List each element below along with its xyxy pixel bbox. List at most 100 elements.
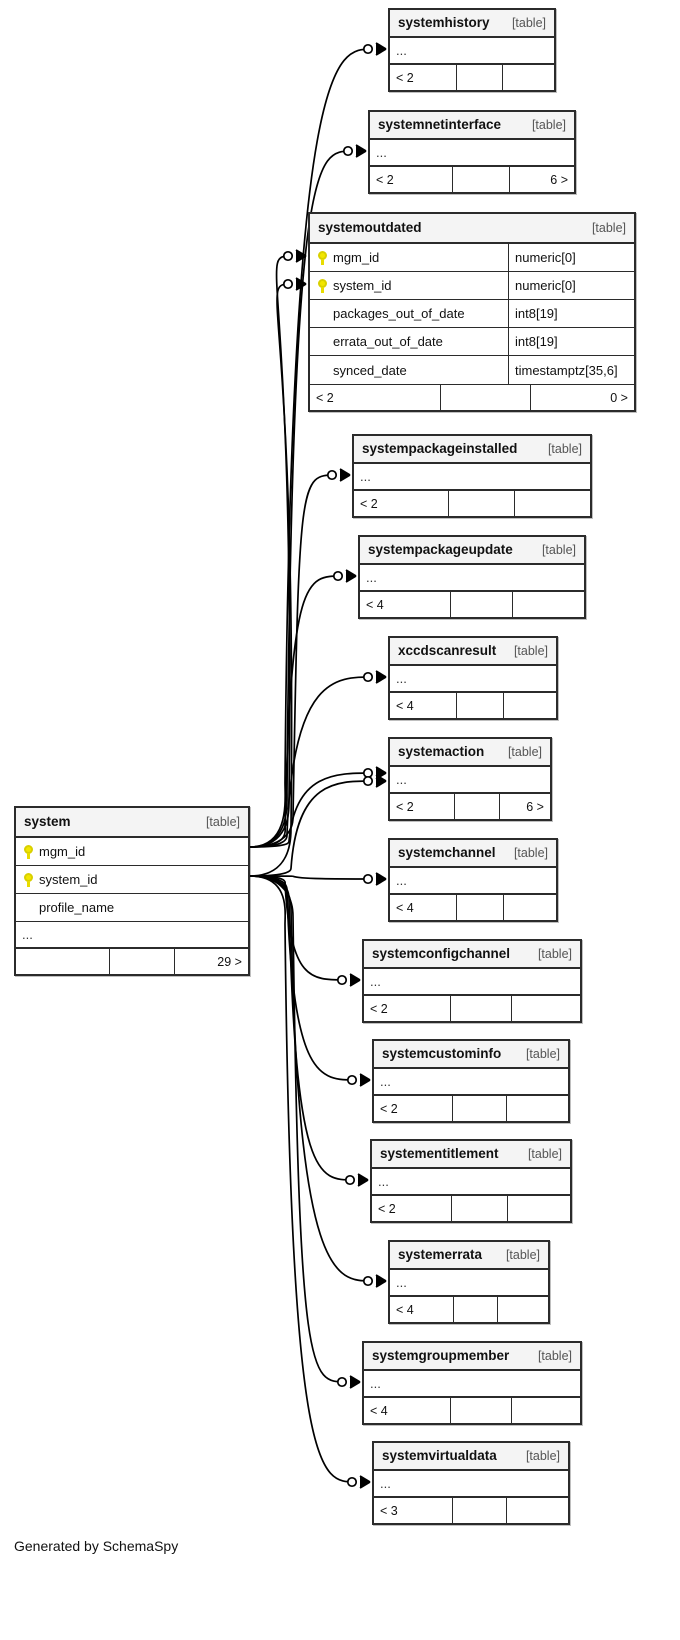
table-columns: ... (372, 1169, 570, 1195)
table-node-systempackageinstalled[interactable]: systempackageinstalled[table]...< 2 (352, 434, 592, 518)
cardinality-zero-marker (362, 671, 374, 683)
footer-cell-left: < 2 (370, 1001, 388, 1016)
relationship-edge (249, 255, 293, 848)
relationship-edge (249, 772, 373, 848)
table-row[interactable]: profile_name (16, 894, 248, 922)
table-columns: ... (364, 969, 580, 995)
more-columns-ellipsis: ... (370, 140, 574, 166)
more-columns-ellipsis: ... (372, 1169, 570, 1195)
relationship-edge (249, 676, 373, 848)
more-columns-ellipsis: ... (16, 922, 248, 948)
table-title-bar[interactable]: systemhistory[table] (390, 10, 554, 38)
table-footer: < 4 (364, 1397, 580, 1423)
table-type-tag: [table] (547, 441, 582, 456)
table-name: systemerrata (398, 1247, 483, 1262)
table-node-systemerrata[interactable]: systemerrata[table]...< 4 (388, 1240, 550, 1324)
table-title-bar[interactable]: systemnetinterface[table] (370, 112, 574, 140)
table-title-bar[interactable]: systemoutdated[table] (310, 214, 634, 244)
primary-key-icon (24, 844, 33, 859)
relationship-edge (249, 780, 373, 877)
table-title-bar[interactable]: systemconfigchannel[table] (364, 941, 580, 969)
table-footer: 29 > (16, 948, 248, 974)
table-node-system[interactable]: system[table]mgm_id system_id profile_name… (14, 806, 250, 976)
footer-cell-right: 0 > (530, 385, 634, 410)
table-name: systemnetinterface (378, 117, 502, 132)
table-name: xccdscanresult (398, 643, 497, 658)
table-title-bar[interactable]: systemchannel[table] (390, 840, 556, 868)
footer-cell-right (501, 65, 554, 90)
table-footer: < 2 (374, 1095, 568, 1121)
more-columns-ellipsis: ... (390, 38, 554, 64)
relationship-edge (249, 875, 355, 1181)
crows-foot-marker (375, 42, 387, 56)
table-title-bar[interactable]: systemcustominfo[table] (374, 1041, 568, 1069)
table-footer: < 2 (354, 490, 590, 516)
table-node-systemhistory[interactable]: systemhistory[table]...< 2 (388, 8, 556, 92)
footer-cell-mid (456, 693, 502, 718)
more-columns-ellipsis: ... (360, 565, 584, 591)
column-name-cell: synced_date (310, 363, 508, 378)
footer-cell-right (514, 491, 590, 516)
table-row[interactable]: system_id (16, 866, 248, 894)
table-title-bar[interactable]: xccdscanresult[table] (390, 638, 556, 666)
table-node-systemconfigchannel[interactable]: systemconfigchannel[table]... < 2 (362, 939, 582, 1023)
table-node-systemchannel[interactable]: systemchannel[table]...< 4 (388, 838, 558, 922)
column-name-cell: mgm_id (310, 250, 508, 265)
column-type-label: int8[19] (508, 300, 634, 327)
table-title-bar[interactable]: systementitlement[table] (372, 1141, 570, 1169)
cardinality-zero-marker (344, 1174, 356, 1186)
footer-cell-left: < 2 (316, 390, 334, 405)
footer-cell-right (512, 592, 584, 617)
cardinality-zero-marker (346, 1476, 358, 1488)
cardinality-zero-marker (362, 873, 374, 885)
table-title-bar[interactable]: systemgroupmember[table] (364, 1343, 580, 1371)
footer-cell-left: < 4 (396, 900, 414, 915)
table-columns: ... (374, 1069, 568, 1095)
table-node-systementitlement[interactable]: systementitlement[table]... < 2 (370, 1139, 572, 1223)
relationship-edge (249, 474, 337, 848)
table-node-systempackageupdate[interactable]: systempackageupdate[table]...< 4 (358, 535, 586, 619)
relationship-edge (249, 875, 347, 1383)
footer-cell-right: 6 > (508, 167, 574, 192)
table-node-systemgroupmember[interactable]: systemgroupmember[table]... < 4 (362, 1341, 582, 1425)
arrow-head (376, 43, 386, 55)
table-title-bar[interactable]: system[table] (16, 808, 248, 838)
table-title-bar[interactable]: systemaction[table] (390, 739, 550, 767)
more-columns-ellipsis: ... (374, 1471, 568, 1497)
column-name-label: system_id (39, 872, 98, 887)
table-title-bar[interactable]: systempackageinstalled[table] (354, 436, 590, 464)
table-row[interactable]: mgm_id (16, 838, 248, 866)
table-title-bar[interactable]: systemvirtualdata[table] (374, 1443, 568, 1471)
footer-cell-mid (456, 895, 502, 920)
table-title-bar[interactable]: systemerrata[table] (390, 1242, 548, 1270)
more-columns-ellipsis: ... (364, 1371, 580, 1397)
table-title-bar[interactable]: systempackageupdate[table] (360, 537, 584, 565)
footer-cell-mid (454, 794, 499, 819)
arrow-head (376, 1275, 386, 1287)
table-node-xccdscanresult[interactable]: xccdscanresult[table]...< 4 (388, 636, 558, 720)
cardinality-zero-marker (282, 278, 294, 290)
footer-cell-left: < 4 (370, 1403, 388, 1418)
cardinality-zero-marker (326, 469, 338, 481)
table-node-systemvirtualdata[interactable]: systemvirtualdata[table]...< 3 (372, 1441, 570, 1525)
table-type-tag: [table] (525, 1448, 560, 1463)
table-node-systemcustominfo[interactable]: systemcustominfo[table]...< 2 (372, 1039, 570, 1123)
cardinality-zero-marker (362, 1275, 374, 1287)
arrow-head (346, 570, 356, 582)
relationship-edge (249, 575, 343, 848)
footer-cell-left: < 2 (378, 1201, 396, 1216)
footer-cell-left (16, 949, 109, 974)
footer-cell-right (510, 1398, 580, 1423)
footer-cell-mid (439, 385, 531, 410)
column-type-label: timestamptz[35,6] (508, 356, 634, 384)
